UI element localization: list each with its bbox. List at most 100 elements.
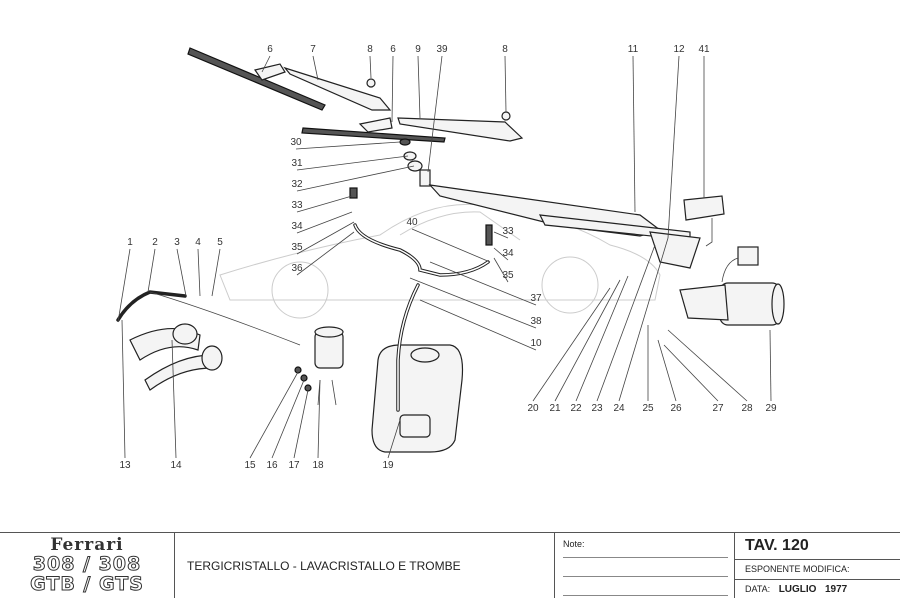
date-label: DATA: [745, 584, 771, 594]
leader-line [147, 248, 156, 293]
part-callout: 29 [765, 403, 777, 414]
part-callout: 9 [415, 44, 421, 55]
part-callout: 40 [406, 217, 418, 228]
part-callout: 28 [741, 403, 753, 414]
part-callout: 34 [502, 248, 514, 259]
part-callout: 1 [127, 237, 133, 248]
part-callout: 27 [712, 403, 724, 414]
washer-pump [294, 326, 344, 406]
part-callout: 17 [288, 460, 300, 471]
brand-logo: Ferrari [50, 535, 124, 555]
wiper-linkage [428, 184, 701, 269]
part-callout: 39 [436, 44, 448, 55]
part-callout: 31 [291, 158, 303, 169]
part-callout: 12 [673, 44, 685, 55]
leader-line [391, 55, 394, 123]
part-callout: 22 [570, 403, 582, 414]
part-callout: 35 [291, 242, 303, 253]
leader-line [211, 248, 221, 297]
leader-line [261, 55, 271, 73]
part-callout: 26 [670, 403, 682, 414]
part-callout: 41 [698, 44, 710, 55]
model-line-2: GTB / GTS [30, 573, 144, 595]
part-callout: 11 [628, 44, 639, 55]
leader-line [618, 237, 669, 402]
date-row: DATA: LUGLIO 1977 [735, 580, 900, 599]
wiper-blade-left [187, 47, 326, 111]
part-callout: 6 [390, 44, 396, 55]
part-callout: 34 [291, 221, 303, 232]
part-callout: 33 [502, 226, 514, 237]
leader-line [493, 247, 509, 261]
note-line [563, 558, 728, 577]
leader-line [296, 221, 355, 255]
leader-line [296, 155, 409, 171]
leader-line [317, 379, 321, 459]
leader-line [293, 389, 309, 459]
part-callout: 2 [152, 237, 158, 248]
washer-reservoir [371, 344, 464, 453]
leader-line [387, 419, 401, 459]
leader-line [369, 55, 372, 79]
leader-line [411, 228, 491, 263]
horns [116, 290, 301, 391]
part-callout: 24 [613, 403, 625, 414]
part-callout: 38 [530, 316, 542, 327]
part-callout: 25 [642, 403, 654, 414]
leader-line [419, 299, 537, 351]
leader-line [117, 248, 131, 323]
leader-line [663, 344, 719, 402]
title-block: Ferrari 308 / 308 GTB / GTS TERGICRISTAL… [0, 532, 900, 598]
wiper-motor [679, 246, 785, 326]
leader-line [427, 55, 443, 173]
relay-box [683, 195, 725, 247]
leader-line [271, 379, 305, 459]
spindle-parts [399, 138, 431, 187]
part-callout: 4 [195, 237, 201, 248]
part-callout: 19 [382, 460, 394, 471]
leader-line [171, 339, 177, 459]
leader-line [493, 257, 509, 283]
part-callout: 8 [502, 44, 508, 55]
leader-line [249, 371, 299, 459]
leader-line [554, 279, 621, 402]
note-line [563, 577, 728, 596]
leader-line [296, 165, 415, 192]
leader-line [667, 55, 680, 239]
part-callout: 15 [244, 460, 256, 471]
part-callout: 20 [527, 403, 539, 414]
leader-line [296, 211, 353, 234]
part-callout: 5 [217, 237, 223, 248]
leader-line [417, 55, 421, 119]
part-callout: 23 [591, 403, 603, 414]
part-callout: 33 [291, 200, 303, 211]
leader-line [312, 55, 319, 81]
logo: Ferrari 308 / 308 GTB / GTS [0, 533, 175, 598]
washer-hoses [349, 187, 493, 412]
part-callout: 21 [549, 403, 561, 414]
part-callout: 3 [174, 237, 180, 248]
leader-line [657, 339, 677, 402]
part-callout: 30 [290, 137, 302, 148]
part-callout: 7 [310, 44, 316, 55]
leader-line [667, 329, 748, 402]
leader-line [504, 55, 507, 113]
part-callout: 10 [530, 338, 542, 349]
notes-section: Note: [555, 533, 735, 598]
part-callout: 13 [119, 460, 131, 471]
date-month: LUGLIO [778, 584, 817, 595]
part-callout: 37 [530, 293, 542, 304]
leader-line [429, 261, 537, 306]
part-callout: 18 [312, 460, 324, 471]
leader-line [596, 244, 656, 402]
date-year: 1977 [824, 584, 848, 595]
drawing-title: TERGICRISTALLO - LAVACRISTALLO E TROMBE [175, 533, 555, 598]
leader-line [632, 55, 636, 213]
leader-line [409, 277, 537, 329]
leader-line [197, 248, 201, 297]
part-callout: 14 [170, 460, 182, 471]
wiper-arm-right [397, 111, 524, 142]
leader-line [769, 329, 772, 402]
